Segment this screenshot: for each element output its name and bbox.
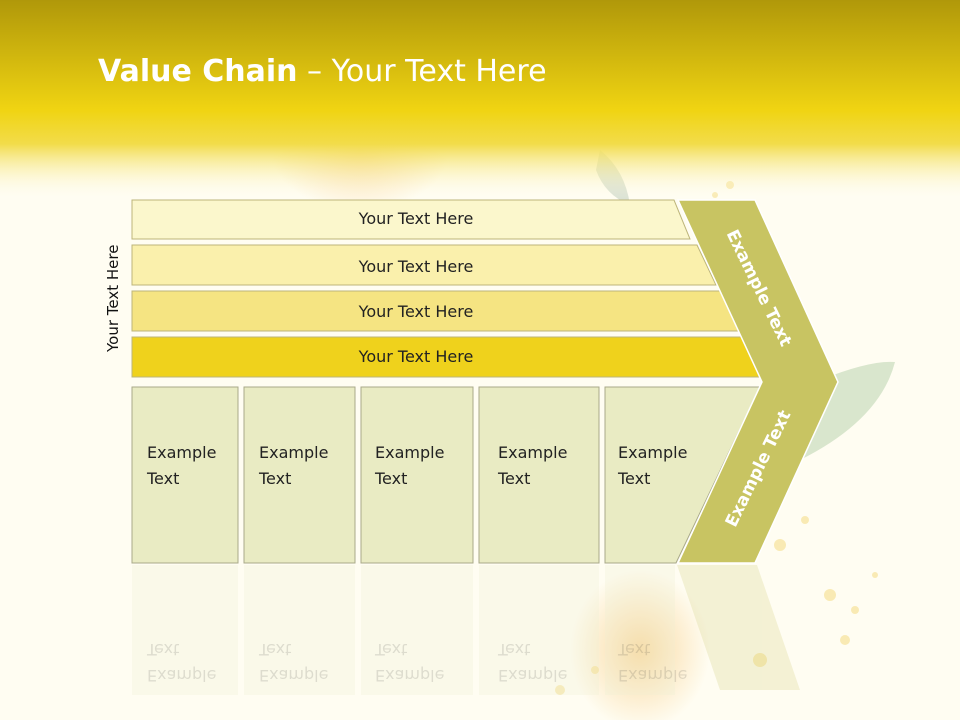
support-row-3-text: Your Text Here	[358, 302, 474, 321]
slide-title: Value Chain – Your Text Here	[98, 54, 547, 89]
activity-box-2-line1: Example	[259, 443, 329, 462]
support-row-1-text: Your Text Here	[358, 209, 474, 228]
activity-box-3-line1: Example	[375, 443, 445, 462]
activity-box-2-line2: Text	[259, 469, 292, 488]
title-bold: Value Chain	[98, 54, 298, 89]
margin-chevron[interactable]	[676, 199, 839, 564]
support-row-2-text: Your Text Here	[358, 257, 474, 276]
support-row-2[interactable]	[131, 244, 717, 286]
support-row-4-text: Your Text Here	[358, 347, 474, 366]
activity-box-1[interactable]	[131, 386, 239, 564]
support-activities-label: Your Text Here	[104, 244, 122, 352]
activity-box-3[interactable]	[360, 386, 474, 564]
title-rest: – Your Text Here	[297, 54, 547, 89]
activity-box-4-text: Example Text	[498, 440, 567, 492]
activity-box-1-line2: Text	[147, 469, 180, 488]
activity-box-3-text: Example Text	[375, 440, 444, 492]
activity-box-5[interactable]	[604, 386, 761, 564]
activity-box-1-line1: Example	[147, 443, 217, 462]
activity-box-4[interactable]	[478, 386, 600, 564]
activity-box-4-line2: Text	[498, 469, 531, 488]
activity-box-5-line2: Text	[618, 469, 651, 488]
activity-box-2[interactable]	[243, 386, 356, 564]
activity-box-5-text: Example Text	[618, 440, 687, 492]
activity-box-5-line1: Example	[618, 443, 688, 462]
activity-box-4-line1: Example	[498, 443, 568, 462]
activity-box-1-text: Example Text	[147, 440, 216, 492]
activity-box-2-text: Example Text	[259, 440, 328, 492]
activity-box-3-line2: Text	[375, 469, 408, 488]
fruit-decoration	[570, 570, 710, 720]
support-row-1[interactable]	[131, 199, 691, 240]
activity-box-reflections	[132, 565, 800, 695]
